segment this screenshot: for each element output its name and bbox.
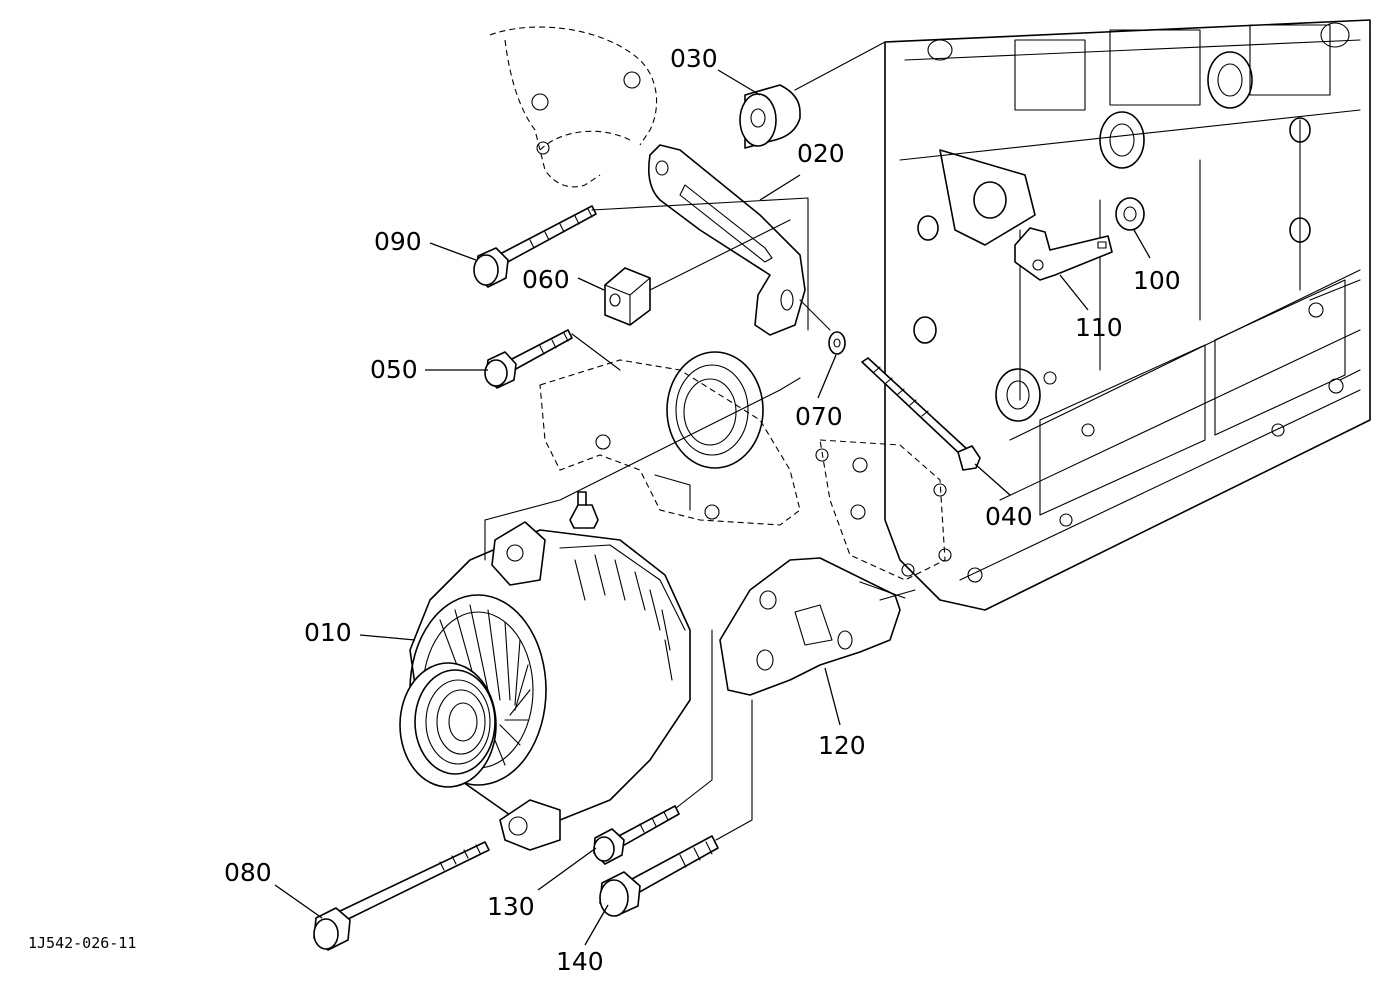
part-130-bolt	[593, 805, 680, 865]
part-140-bolt	[599, 835, 719, 917]
callout-030: 030	[670, 44, 718, 73]
part-060-spacer-block	[604, 267, 651, 326]
part-090-bolt	[473, 205, 597, 288]
part-050-bolt	[484, 329, 573, 389]
part-080-bolt	[313, 841, 490, 951]
part-100-nut	[1115, 197, 1145, 231]
callout-140: 140	[556, 947, 604, 976]
callout-090: 090	[374, 227, 422, 256]
callout-040: 040	[985, 502, 1033, 531]
callout-060: 060	[522, 265, 570, 294]
callout-070: 070	[795, 402, 843, 431]
front-housing	[539, 351, 946, 581]
callout-130: 130	[487, 892, 535, 921]
callout-010: 010	[304, 618, 352, 647]
part-070-washer	[828, 331, 846, 355]
gear-case-outline	[489, 26, 658, 188]
callout-120: 120	[818, 731, 866, 760]
engine-block	[884, 19, 1371, 611]
callout-020: 020	[797, 139, 845, 168]
part-010-alternator	[399, 491, 691, 851]
document-id: 1J542-026-11	[28, 934, 136, 952]
callout-labels: 030 020 090 060 050 070 040 100 110 120 …	[224, 44, 1181, 976]
part-030-spacer	[739, 84, 801, 149]
leader-lines	[274, 69, 1151, 946]
callout-100: 100	[1133, 266, 1181, 295]
callout-080: 080	[224, 858, 272, 887]
assembly-lines	[484, 41, 906, 841]
part-040-bolt	[861, 357, 981, 471]
part-020-bracket	[647, 144, 806, 336]
callout-050: 050	[370, 355, 418, 384]
part-110-plate	[1014, 227, 1113, 281]
callout-110: 110	[1075, 313, 1123, 342]
part-120-bracket	[719, 557, 916, 696]
